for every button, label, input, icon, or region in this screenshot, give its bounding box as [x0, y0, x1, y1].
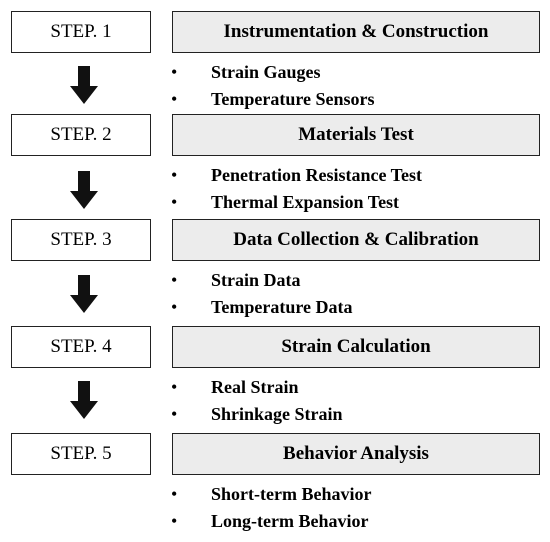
bullet-icon: •: [171, 511, 178, 531]
step-title: Instrumentation & Construction: [172, 11, 540, 53]
step-items: • Short-term Behavior • Long-term Behavior: [168, 481, 371, 535]
bullet-icon: •: [171, 297, 178, 317]
item-text: Thermal Expansion Test: [211, 192, 400, 212]
item-text: Short-term Behavior: [211, 484, 372, 504]
step-items: • Penetration Resistance Test • Thermal Ex…: [168, 162, 422, 216]
bullet-icon: •: [171, 377, 178, 397]
item-text: Long-term Behavior: [211, 511, 369, 531]
item-text: Shrinkage Strain: [211, 404, 343, 424]
bullet-icon: •: [171, 404, 178, 424]
item-text: Strain Gauges: [211, 62, 321, 82]
step-title: Materials Test: [172, 114, 540, 156]
item-text: Temperature Sensors: [211, 89, 375, 109]
list-item: • Long-term Behavior: [168, 508, 371, 535]
step-items: • Strain Gauges • Temperature Sensors: [168, 59, 375, 113]
list-item: • Real Strain: [168, 374, 343, 401]
bullet-icon: •: [171, 484, 178, 504]
list-item: • Strain Gauges: [168, 59, 375, 86]
step-items: • Strain Data • Temperature Data: [168, 267, 352, 321]
bullet-icon: •: [171, 165, 178, 185]
list-item: • Shrinkage Strain: [168, 401, 343, 428]
step-label: STEP. 5: [11, 433, 151, 475]
list-item: • Short-term Behavior: [168, 481, 371, 508]
step-items: • Real Strain • Shrinkage Strain: [168, 374, 343, 428]
list-item: • Strain Data: [168, 267, 352, 294]
list-item: • Penetration Resistance Test: [168, 162, 422, 189]
list-item: • Thermal Expansion Test: [168, 189, 422, 216]
step-label: STEP. 1: [11, 11, 151, 53]
item-text: Temperature Data: [211, 297, 353, 317]
step-label: STEP. 3: [11, 219, 151, 261]
step-title: Strain Calculation: [172, 326, 540, 368]
item-text: Strain Data: [211, 270, 301, 290]
arrow-down-icon: [70, 381, 98, 419]
step-label: STEP. 4: [11, 326, 151, 368]
bullet-icon: •: [171, 89, 178, 109]
arrow-down-icon: [70, 171, 98, 209]
item-text: Real Strain: [211, 377, 299, 397]
step-title: Behavior Analysis: [172, 433, 540, 475]
item-text: Penetration Resistance Test: [211, 165, 422, 185]
list-item: • Temperature Sensors: [168, 86, 375, 113]
bullet-icon: •: [171, 62, 178, 82]
arrow-down-icon: [70, 66, 98, 104]
arrow-down-icon: [70, 275, 98, 313]
bullet-icon: •: [171, 192, 178, 212]
step-title: Data Collection & Calibration: [172, 219, 540, 261]
bullet-icon: •: [171, 270, 178, 290]
step-label: STEP. 2: [11, 114, 151, 156]
list-item: • Temperature Data: [168, 294, 352, 321]
